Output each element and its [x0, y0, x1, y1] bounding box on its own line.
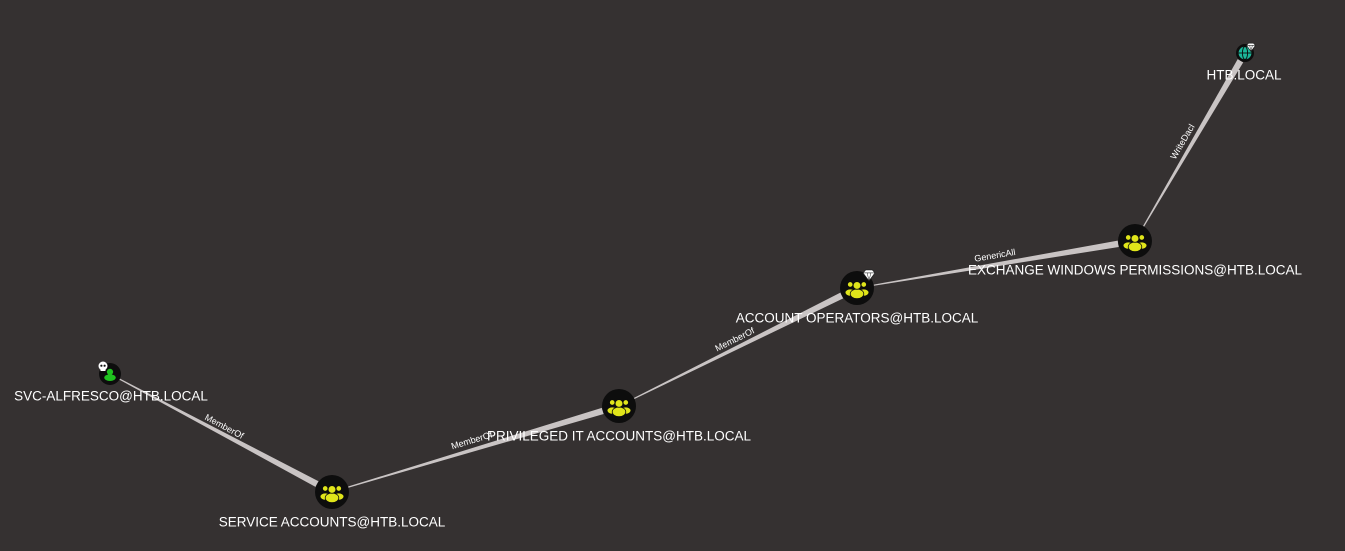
globe-icon [1238, 46, 1252, 60]
group-icon [319, 485, 345, 504]
node-label: SVC-ALFRESCO@HTB.LOCAL [14, 389, 208, 404]
group-icon [606, 399, 632, 418]
node-label: PRIVILEGED IT ACCOUNTS@HTB.LOCAL [487, 429, 752, 444]
node-label: SERVICE ACCOUNTS@HTB.LOCAL [219, 515, 446, 530]
edge-memberof[interactable]: MemberOf [348, 407, 604, 488]
node-service-accounts[interactable]: SERVICE ACCOUNTS@HTB.LOCAL [219, 475, 446, 530]
group-icon [844, 281, 870, 300]
node-label: ACCOUNT OPERATORS@HTB.LOCAL [736, 311, 979, 326]
user-icon [104, 368, 116, 382]
node-exchange-windows-permissions[interactable]: EXCHANGE WINDOWS PERMISSIONS@HTB.LOCAL [968, 224, 1302, 278]
nodes-layer: SVC-ALFRESCO@HTB.LOCAL SERVICE ACCOUNTS@H… [14, 42, 1302, 530]
edge-line[interactable] [1143, 59, 1244, 227]
edge-memberof[interactable]: MemberOf [633, 292, 844, 399]
edge-line[interactable] [873, 240, 1119, 286]
node-label: HTB.LOCAL [1206, 68, 1282, 83]
node-account-operators[interactable]: ACCOUNT OPERATORS@HTB.LOCAL [736, 269, 979, 326]
diamond-icon [862, 269, 876, 282]
diamond-icon [1246, 42, 1256, 53]
edge-line[interactable] [348, 407, 604, 488]
node-htb-local[interactable]: HTB.LOCAL [1206, 42, 1282, 83]
edge-writedacl[interactable]: WriteDacl [1143, 59, 1244, 227]
edge-line[interactable] [633, 292, 844, 399]
skull-icon [98, 361, 108, 371]
group-icon [1122, 234, 1148, 253]
edge-line[interactable] [119, 378, 319, 487]
node-svc-alfresco[interactable]: SVC-ALFRESCO@HTB.LOCAL [14, 361, 208, 404]
node-privileged-it-accounts[interactable]: PRIVILEGED IT ACCOUNTS@HTB.LOCAL [487, 389, 752, 444]
node-label: EXCHANGE WINDOWS PERMISSIONS@HTB.LOCAL [968, 263, 1302, 278]
